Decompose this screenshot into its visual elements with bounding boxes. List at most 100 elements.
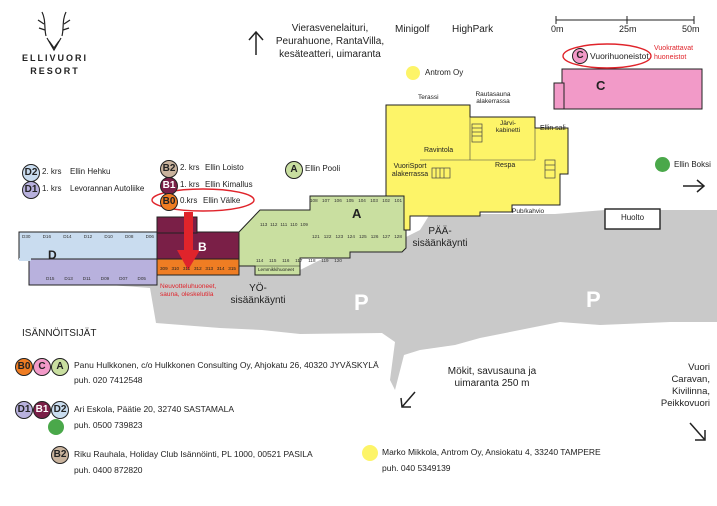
legend-b2-name: Ellin Loisto <box>205 163 244 172</box>
parking-left: P <box>354 290 369 315</box>
building-c-letter: C <box>596 78 606 93</box>
mokit-label: Mökit, savusauna ja uimaranta 250 m <box>447 366 537 389</box>
antrom-label: Antrom Oy <box>425 68 464 77</box>
contact-badge-d1: D1 <box>15 401 33 419</box>
rautasauna-label: Rautasauna alakerrassa <box>475 91 511 105</box>
vuokrattavat-label: Vuokrattavat huoneistot <box>654 45 694 61</box>
badge-a: A <box>285 161 303 179</box>
room-number: 104 <box>358 198 366 203</box>
legend-b0-name: Ellin Välke <box>203 196 241 205</box>
legend-d2-name: Ellin Hehku <box>70 167 111 176</box>
vuorihuoneistot-label: Vuorihuoneistot <box>590 51 649 61</box>
room-number: D30 <box>22 234 31 239</box>
minigolf-label: Minigolf <box>395 24 430 35</box>
room-number: 110 <box>290 222 298 227</box>
contact-4-line2: puh. 040 5349139 <box>382 463 451 473</box>
arrow-down-left-icon <box>400 391 416 408</box>
ravintola-label: Ravintola <box>424 147 454 154</box>
building-b-upper <box>156 231 240 260</box>
room-number: D15 <box>46 276 55 281</box>
room-number: 113 <box>260 222 268 227</box>
red-arrow-icon <box>184 212 193 252</box>
scale-tick-0: 0m <box>551 24 564 34</box>
room-number: D05 <box>137 276 146 281</box>
contact-badge-b2: B2 <box>51 446 69 464</box>
room-number: 105 <box>346 198 354 203</box>
terassi-label: Terassi <box>418 94 439 101</box>
contact-2-line1: Ari Eskola, Päätie 20, 32740 SASTAMALA <box>74 404 235 414</box>
contact-badge-a: A <box>51 358 69 376</box>
room-number: 107 <box>322 198 330 203</box>
room-number: D07 <box>119 276 128 281</box>
room-number: 119 <box>321 258 329 263</box>
legend-d1-floor: 1. krs <box>42 184 62 193</box>
arrow-down-right-icon <box>689 422 706 441</box>
room-number: 117 <box>295 258 303 263</box>
building-a-letter: A <box>352 206 362 221</box>
contact-badge-b1: B1 <box>33 401 51 419</box>
room-number: 101 <box>394 198 402 203</box>
room-number: 311 <box>182 266 191 271</box>
contact-badge-b0: B0 <box>15 358 33 376</box>
room-number: 109 <box>300 222 308 227</box>
building-d-upper <box>18 231 158 260</box>
room-number: 103 <box>370 198 378 203</box>
room-number: 126 <box>370 234 379 239</box>
highlight-b0 <box>151 188 255 212</box>
room-number: 112 <box>270 222 278 227</box>
room-number: 124 <box>347 234 355 239</box>
legend-d2-floor: 2. krs <box>42 167 62 176</box>
north-destinations: Vierasvenelaituri, Peurahuone, RantaVill… <box>275 23 385 60</box>
contact-2-line2: puh. 0500 739823 <box>74 420 143 430</box>
room-number: 125 <box>359 234 367 239</box>
legend-b2-floor: 2. krs <box>180 163 200 172</box>
lemmikki-label: Lemmikkihuoneet <box>258 267 295 272</box>
contact-3-line1: Riku Rauhala, Holiday Club Isännöinti, P… <box>74 449 313 459</box>
legend-d1-name: Levorannan Autoliike <box>70 184 145 193</box>
huolto-label: Huolto <box>620 213 645 222</box>
building-c <box>561 68 703 110</box>
room-number: D11 <box>82 276 91 281</box>
logo-name: ELLIVUORI <box>21 53 88 63</box>
legend-b0-floor: 0.krs <box>180 196 198 205</box>
scale-tick-25: 25m <box>619 24 637 34</box>
room-number: 121 <box>312 234 320 239</box>
legend-b1-name: Ellin Kimallus <box>205 180 253 189</box>
room-number: 313 <box>205 266 214 271</box>
building-d-lower <box>28 258 158 286</box>
building-b-lower <box>156 258 240 276</box>
room-number: 309 <box>160 266 168 271</box>
room-number: 114 <box>256 258 264 263</box>
room-number: 116 <box>282 258 290 263</box>
room-number: 115 <box>269 258 277 263</box>
room-number: D16 <box>42 234 52 239</box>
road-area <box>555 228 717 322</box>
badge-c: C <box>572 48 588 64</box>
legend-b1-floor: 1. krs <box>180 180 200 189</box>
room-number: D14 <box>63 234 72 239</box>
room-number: 315 <box>228 266 236 271</box>
contact-badge-c: C <box>33 358 51 376</box>
room-number: 122 <box>323 234 332 239</box>
room-number: D06 <box>145 234 154 239</box>
room-number: 118 <box>308 258 316 263</box>
badge-d1: D1 <box>22 181 40 199</box>
arrow-right-icon <box>683 179 706 193</box>
highlight-c <box>562 43 652 69</box>
huolto-building <box>604 208 661 230</box>
badge-b0: B0 <box>160 193 178 211</box>
contact-3-line2: puh. 0400 872820 <box>74 465 143 475</box>
ellinboksi-dot <box>655 157 670 172</box>
road-area <box>30 210 717 390</box>
room-number: 120 <box>334 258 342 263</box>
vuori-label: Vuori Caravan, Kivilinna, Peikkovuori <box>660 362 710 409</box>
parking-right: P <box>586 287 601 312</box>
deer-logo-icon <box>37 11 71 52</box>
room-number: D09 <box>100 276 110 281</box>
main-building <box>385 104 569 231</box>
